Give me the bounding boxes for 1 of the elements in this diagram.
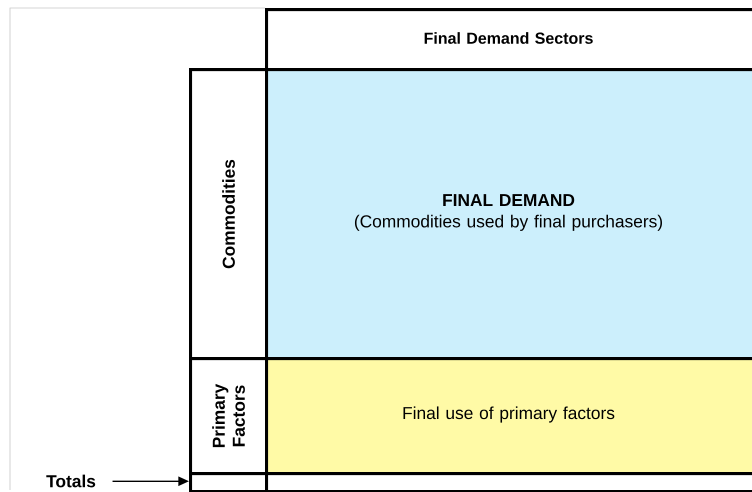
row-label: Totals — [46, 474, 96, 488]
